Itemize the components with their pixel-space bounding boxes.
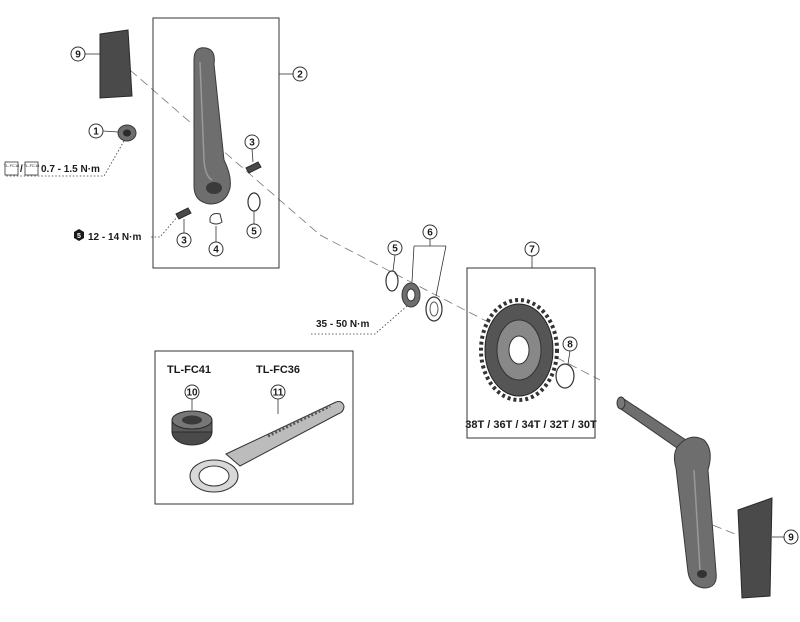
callout-5-crank: 5 bbox=[246, 211, 262, 239]
torque-leader-lockring bbox=[310, 305, 408, 335]
callout-11: 11 bbox=[270, 384, 286, 414]
svg-text:35 - 50 N·m: 35 - 50 N·m bbox=[316, 319, 369, 330]
chainring-size-label: 38T / 36T / 34T / 32T / 30T bbox=[465, 419, 597, 431]
svg-text:7: 7 bbox=[529, 245, 535, 256]
svg-text:11: 11 bbox=[273, 388, 284, 399]
crank-arm-pad-right bbox=[737, 497, 773, 599]
chainring-group-box bbox=[466, 267, 596, 439]
lockring-wrench bbox=[189, 401, 345, 493]
stopper-plate bbox=[209, 213, 223, 225]
tool-label-tl-fc36: TL-FC36 bbox=[256, 364, 300, 376]
svg-text:2: 2 bbox=[297, 70, 303, 81]
svg-text:3: 3 bbox=[181, 236, 187, 247]
callout-9-bottom: 9 bbox=[772, 529, 799, 545]
callout-7: 7 bbox=[524, 241, 540, 268]
torque-leader-bolts bbox=[150, 215, 179, 238]
svg-text:TL-FC36: TL-FC36 bbox=[256, 364, 300, 376]
lock-ring-spacer bbox=[425, 296, 443, 322]
svg-text:5: 5 bbox=[251, 227, 257, 238]
callout-10: 10 bbox=[184, 384, 200, 410]
torque-spec-cap: TL-FC16 / TL-FC18 0.7 - 1.5 N·m bbox=[4, 161, 100, 176]
svg-text:TL-FC41: TL-FC41 bbox=[167, 364, 211, 376]
chainring bbox=[479, 298, 559, 402]
svg-text:5: 5 bbox=[77, 233, 81, 240]
callout-3-lower: 3 bbox=[176, 219, 192, 248]
pinch-bolt-lower bbox=[175, 207, 192, 220]
tools-group-box bbox=[154, 350, 354, 505]
svg-text:9: 9 bbox=[75, 50, 81, 61]
callout-9-top: 9 bbox=[70, 46, 100, 62]
svg-text:0.7 - 1.5 N·m: 0.7 - 1.5 N·m bbox=[41, 164, 100, 175]
torque-spec-bolts: 5 12 - 14 N·m bbox=[74, 229, 141, 243]
svg-text:4: 4 bbox=[213, 245, 219, 256]
bb-adapter-tool bbox=[171, 410, 213, 446]
callout-8: 8 bbox=[562, 336, 578, 365]
crank-arm-group-box bbox=[152, 17, 280, 269]
svg-text:TL-FC18: TL-FC18 bbox=[24, 163, 41, 168]
callout-2: 2 bbox=[279, 66, 308, 82]
callout-6: 6 bbox=[411, 224, 447, 297]
svg-text:6: 6 bbox=[427, 228, 433, 239]
svg-text:9: 9 bbox=[788, 533, 794, 544]
assembly-axis-upper bbox=[129, 69, 321, 236]
assembly-axis-lower bbox=[319, 234, 601, 381]
lock-ring bbox=[401, 282, 421, 308]
crank-arm-pad-left bbox=[99, 29, 133, 99]
crank-cap bbox=[117, 124, 137, 142]
o-ring-adapter bbox=[385, 270, 399, 292]
torque-leader-cap bbox=[5, 140, 125, 177]
callout-5-adapter: 5 bbox=[387, 240, 403, 272]
callout-4: 4 bbox=[208, 226, 224, 257]
o-ring-chainring bbox=[555, 363, 575, 389]
svg-text:/: / bbox=[20, 164, 23, 175]
svg-text:38T / 36T / 34T / 32T / 30T: 38T / 36T / 34T / 32T / 30T bbox=[465, 419, 597, 431]
callout-3-upper: 3 bbox=[244, 134, 260, 163]
svg-text:8: 8 bbox=[567, 340, 573, 351]
pinch-bolt-upper bbox=[245, 161, 262, 174]
svg-text:5: 5 bbox=[392, 244, 398, 255]
svg-text:3: 3 bbox=[249, 138, 255, 149]
right-crank-arm bbox=[616, 396, 717, 589]
tool-label-tl-fc41: TL-FC41 bbox=[167, 364, 211, 376]
callout-1: 1 bbox=[88, 123, 119, 139]
svg-text:TL-FC16: TL-FC16 bbox=[4, 163, 21, 168]
svg-text:1: 1 bbox=[93, 127, 99, 138]
svg-text:12 - 14 N·m: 12 - 14 N·m bbox=[88, 232, 141, 243]
left-crank-arm bbox=[193, 47, 231, 205]
o-ring-crank bbox=[247, 192, 261, 212]
torque-spec-lockring: 35 - 50 N·m bbox=[316, 319, 369, 330]
svg-text:10: 10 bbox=[186, 388, 198, 399]
